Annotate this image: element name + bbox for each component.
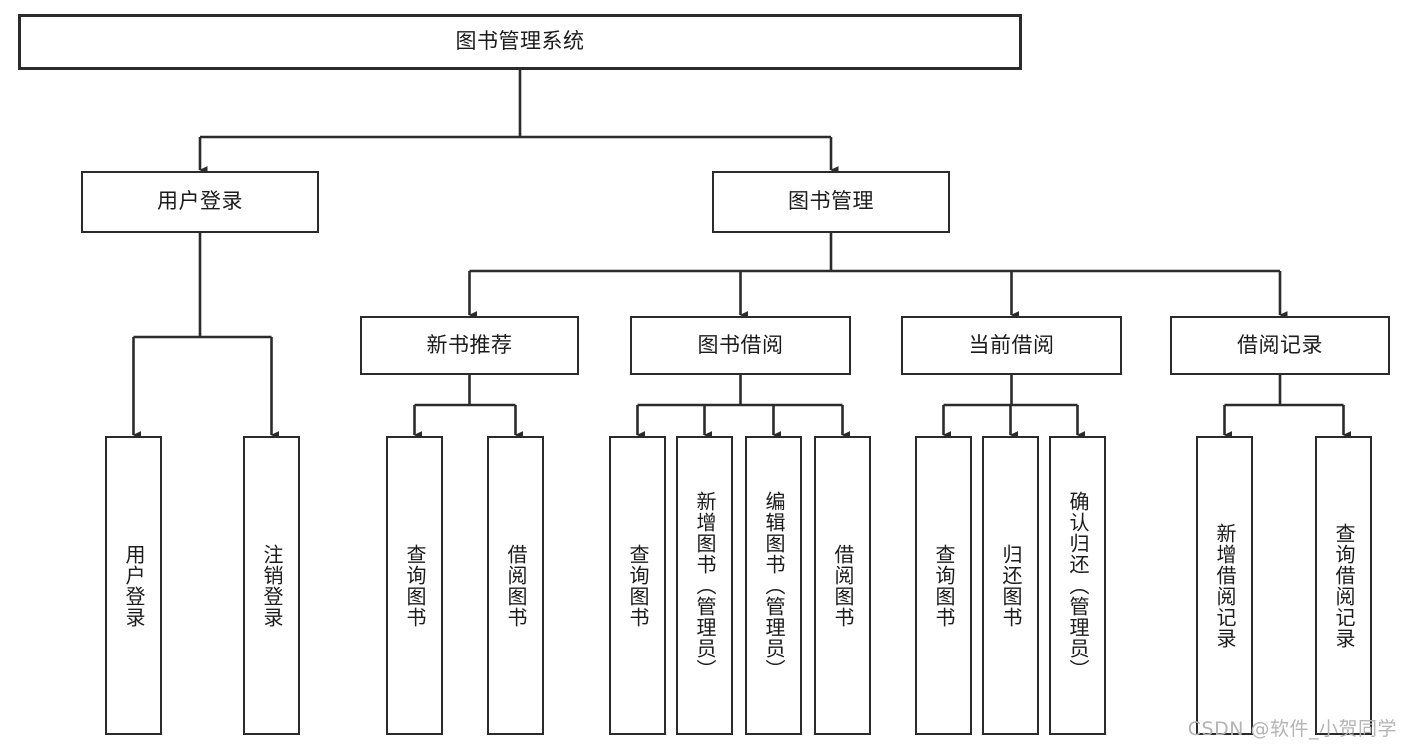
node-book-manage[interactable]: 图书管理 bbox=[712, 171, 950, 233]
node-label-leaf-borrow-book-1: 借阅图书 bbox=[504, 543, 528, 628]
node-borrow-record[interactable]: 借阅记录 bbox=[1170, 316, 1390, 375]
node-label-leaf-query-book-3: 查询图书 bbox=[932, 543, 956, 628]
node-label-book-borrow: 图书借阅 bbox=[697, 332, 784, 357]
node-label-leaf-add-record: 新增借阅记录 bbox=[1213, 522, 1237, 649]
node-label-user-login: 用户登录 bbox=[157, 189, 243, 214]
node-user-login[interactable]: 用户登录 bbox=[81, 171, 319, 233]
node-leaf-logout[interactable]: 注销登录 bbox=[243, 436, 300, 735]
csdn-watermark: CSDN @软件_小贺同学 bbox=[1187, 718, 1397, 740]
node-label-borrow-record: 借阅记录 bbox=[1237, 332, 1323, 357]
node-label-leaf-query-book-1: 查询图书 bbox=[403, 543, 427, 628]
node-leaf-return-book[interactable]: 归还图书 bbox=[982, 436, 1039, 735]
node-label-leaf-query-book-2: 查询图书 bbox=[626, 543, 650, 628]
node-label-leaf-query-record: 查询借阅记录 bbox=[1332, 522, 1356, 649]
node-leaf-user-login[interactable]: 用户登录 bbox=[105, 436, 162, 735]
node-label-leaf-edit-book: 编辑图书（管理员） bbox=[762, 491, 786, 680]
node-label-leaf-confirm-return: 确认归还（管理员） bbox=[1066, 491, 1090, 680]
node-leaf-query-book-3[interactable]: 查询图书 bbox=[915, 436, 972, 735]
node-leaf-add-book[interactable]: 新增图书（管理员） bbox=[676, 436, 733, 735]
node-label-new-book-recommend: 新书推荐 bbox=[426, 332, 513, 357]
node-label-leaf-logout: 注销登录 bbox=[260, 543, 284, 628]
node-leaf-borrow-book-1[interactable]: 借阅图书 bbox=[487, 436, 544, 735]
node-label-leaf-return-book: 归还图书 bbox=[999, 543, 1023, 628]
node-current-borrow[interactable]: 当前借阅 bbox=[901, 316, 1122, 375]
node-label-leaf-user-login: 用户登录 bbox=[122, 543, 146, 628]
node-leaf-query-book-1[interactable]: 查询图书 bbox=[386, 436, 443, 735]
node-book-borrow[interactable]: 图书借阅 bbox=[630, 316, 851, 375]
node-leaf-edit-book[interactable]: 编辑图书（管理员） bbox=[745, 436, 802, 735]
node-label-leaf-borrow-book-2: 借阅图书 bbox=[831, 543, 855, 628]
node-label-book-manage: 图书管理 bbox=[788, 189, 874, 214]
node-leaf-borrow-book-2[interactable]: 借阅图书 bbox=[814, 436, 871, 735]
node-label-root: 图书管理系统 bbox=[455, 29, 585, 54]
node-root[interactable]: 图书管理系统 bbox=[18, 14, 1022, 70]
node-label-current-borrow: 当前借阅 bbox=[968, 332, 1055, 357]
node-new-book-recommend[interactable]: 新书推荐 bbox=[360, 316, 579, 375]
node-leaf-confirm-return[interactable]: 确认归还（管理员） bbox=[1049, 436, 1106, 735]
node-leaf-query-book-2[interactable]: 查询图书 bbox=[609, 436, 666, 735]
node-leaf-add-record[interactable]: 新增借阅记录 bbox=[1196, 436, 1253, 735]
node-leaf-query-record[interactable]: 查询借阅记录 bbox=[1315, 436, 1372, 735]
node-label-leaf-add-book: 新增图书（管理员） bbox=[693, 491, 717, 680]
